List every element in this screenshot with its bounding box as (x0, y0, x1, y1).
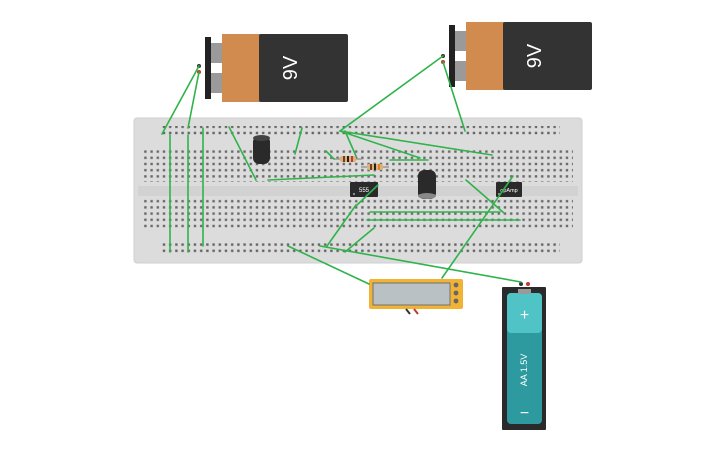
battery-left-label: 9V (280, 55, 302, 80)
chip-555[interactable]: 555 (350, 182, 378, 197)
capacitor-right[interactable] (418, 170, 436, 199)
wires[interactable] (161, 55, 522, 285)
aa-battery-label: AA 1.5V (519, 354, 529, 387)
resistor-2[interactable] (361, 164, 389, 170)
aa-plus-sign: + (520, 307, 529, 324)
chip-opamp-label: opAmp (500, 188, 517, 194)
battery-right-label: 9V (524, 43, 546, 68)
aa-battery[interactable]: + AA 1.5V − (502, 282, 546, 430)
multimeter[interactable] (369, 279, 463, 315)
resistor-1[interactable] (334, 156, 362, 162)
battery-9v-left[interactable]: 9V (197, 34, 348, 102)
battery-9v-right[interactable]: 9V (441, 22, 592, 90)
capacitor-left[interactable] (253, 135, 270, 164)
aa-minus-sign: − (520, 405, 529, 422)
chip-opamp[interactable]: opAmp (496, 182, 522, 197)
chip-555-label: 555 (359, 188, 370, 194)
